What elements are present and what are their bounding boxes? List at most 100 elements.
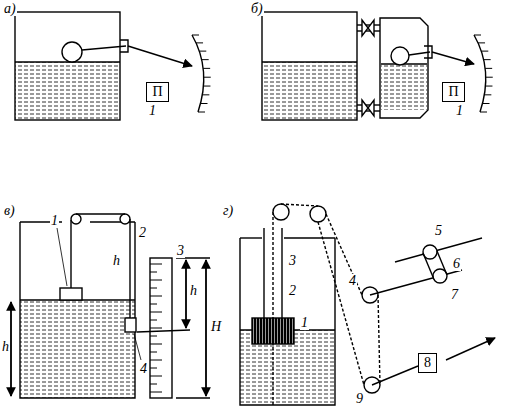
drawing-stroke (199, 51, 206, 52)
drawing-stroke (198, 112, 205, 113)
drawing-stroke (372, 366, 418, 385)
dimension-label: H (210, 320, 222, 334)
drawing-stroke (82, 46, 126, 50)
panel-letter: б) (250, 2, 264, 16)
drawing-stroke (326, 214, 362, 295)
drawing-stroke (205, 260, 206, 396)
drawing-stroke (185, 260, 186, 328)
drawing-stroke (486, 77, 493, 78)
output-box: 8 (418, 353, 437, 373)
drawing-stroke (15, 12, 120, 120)
drawing-stroke (409, 52, 430, 55)
drawing-stroke (137, 330, 190, 332)
callout-number: 1 (300, 316, 309, 330)
drawing-stroke (240, 237, 262, 238)
drawing-stroke (71, 214, 81, 224)
drawing-stroke (150, 344, 162, 345)
drawing-stroke (150, 376, 162, 377)
drawing-stroke (150, 320, 157, 321)
callout-number: 2 (138, 226, 147, 240)
drawing-stroke (185, 260, 186, 328)
drawing-stroke (474, 35, 481, 36)
box-label: П (445, 84, 461, 100)
drawing-stroke (150, 392, 162, 393)
chamber-gauge-b (262, 12, 493, 120)
drawing-stroke (150, 280, 162, 281)
drawing-stroke (485, 86, 492, 87)
drawing-stroke (474, 35, 493, 112)
drawing-stroke (474, 35, 486, 112)
drawing-stroke (262, 12, 357, 120)
drawing-stroke (11, 12, 495, 405)
callout-number: 9 (355, 392, 364, 406)
drawing-stroke (240, 238, 335, 405)
drawing-stroke (202, 94, 209, 95)
drawing-stroke (150, 258, 172, 398)
callout-number: 7 (450, 288, 459, 302)
drawing-stroke (192, 35, 211, 112)
drawing-stroke (437, 251, 447, 275)
drawing-stroke (357, 104, 380, 105)
drawing-stroke (262, 61, 357, 62)
drawing-stroke (150, 368, 157, 369)
drawing-stroke (57, 228, 67, 286)
drawing-stroke (484, 59, 491, 60)
drawing-stroke (205, 260, 206, 396)
drawing-stroke (202, 59, 209, 60)
drawing-stroke (70, 220, 71, 288)
drawing-stroke (263, 228, 264, 318)
callout-number: 3 (176, 244, 185, 258)
box-label: 8 (421, 355, 434, 371)
drawing-stroke (125, 318, 136, 332)
drawing-stroke (201, 103, 208, 104)
drawing-stroke (272, 212, 273, 405)
drawing-stroke (362, 100, 374, 116)
drawing-stroke (481, 51, 488, 52)
drawing-stroke (150, 328, 162, 329)
callout-number: 1 (50, 214, 59, 228)
drawing-stroke (76, 213, 125, 214)
drawing-stroke (150, 264, 162, 392)
drawing-stroke (134, 334, 141, 360)
drawing-stroke (485, 68, 492, 69)
callout-number: 1 (455, 104, 464, 118)
drawing-stroke (203, 86, 210, 87)
drawing-stroke (378, 295, 380, 385)
drawing-stroke (10, 302, 11, 396)
callout-number: 1 (148, 104, 157, 118)
drawing-stroke (128, 46, 192, 66)
output-box: П (442, 82, 465, 102)
panel-letter: в) (3, 204, 16, 218)
drawing-stroke (150, 360, 162, 361)
drawing-stroke (484, 94, 491, 95)
cable-float-gauge-c (11, 214, 210, 398)
dimension-label: h (189, 284, 198, 298)
drawing-stroke (62, 42, 82, 62)
callout-number: 5 (434, 224, 443, 238)
drawing-stroke (391, 47, 409, 65)
drawing-stroke (483, 103, 490, 104)
drawing-stroke (381, 64, 427, 110)
drawing-stroke (129, 219, 130, 318)
drawing-stroke (120, 40, 128, 52)
drawing-stroke (395, 238, 482, 262)
drawing-stroke (273, 204, 289, 220)
drawing-stroke (478, 42, 485, 43)
drawing-stroke (150, 264, 162, 265)
drawing-stroke (192, 35, 199, 36)
drawing-stroke (60, 288, 82, 300)
drawing-stroke (252, 318, 294, 344)
drawing-stroke (150, 384, 157, 385)
drawing-stroke (176, 397, 210, 398)
callout-number: 3 (288, 254, 297, 268)
drawing-stroke (423, 253, 433, 277)
drawing-stroke (150, 312, 162, 313)
callout-number: 4 (348, 274, 357, 288)
drawing-stroke (370, 270, 462, 295)
drawing-stroke (150, 336, 157, 337)
drawing-stroke (446, 338, 495, 360)
drawing-stroke (196, 42, 203, 43)
drawing-stroke (357, 24, 380, 25)
drawing-stroke (362, 20, 374, 36)
